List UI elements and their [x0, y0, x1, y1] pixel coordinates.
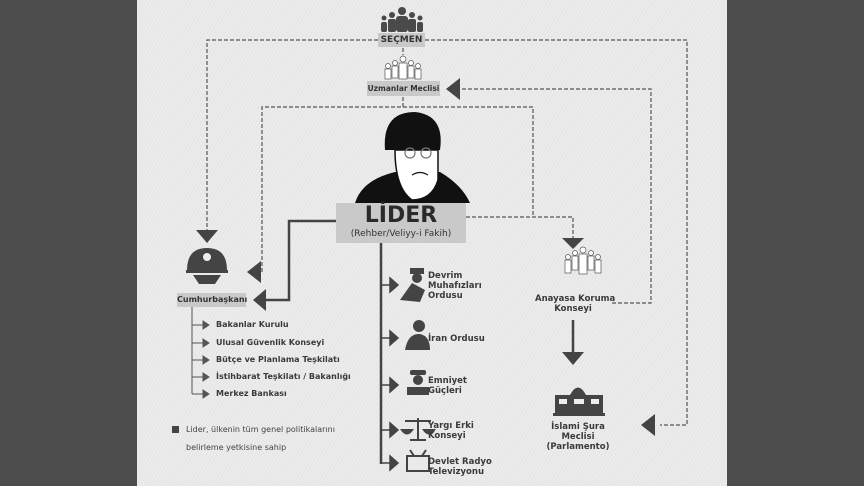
parliament-label: İslami Şura Meclisi (Parlamento) — [546, 422, 610, 452]
experts-assembly-label: Uzmanlar Meclisi — [367, 81, 440, 96]
scales-icon — [400, 418, 436, 441]
tv-icon — [406, 449, 430, 472]
leader-box: LİDER (Rehber/Veliyy-i Fakih) — [336, 203, 466, 243]
president-podium-icon — [186, 248, 228, 284]
guardian-council-icon — [564, 246, 602, 275]
army-officer-icon — [405, 320, 430, 350]
branch-label: İran Ordusu — [428, 334, 485, 344]
leader-subtitle: (Rehber/Veliyy-i Fakih) — [350, 229, 452, 239]
branch-label: Devlet Radyo Televizyonu — [428, 457, 492, 477]
arrow-down-president — [196, 230, 218, 243]
president-item: Bakanlar Kurulu — [216, 320, 289, 329]
arrow-left-president-dashed — [247, 261, 261, 283]
experts-icon — [384, 55, 422, 80]
voters-to-parliament-line — [425, 39, 688, 426]
arrow-left-president-solid — [253, 289, 266, 311]
voters-icon — [381, 7, 423, 32]
arrow-left-parliament — [641, 414, 655, 436]
arrow-left-experts — [446, 78, 460, 100]
arrow-down-guardian — [562, 238, 584, 249]
president-item: İstihbarat Teşkilatı / Bakanlığı — [216, 372, 351, 381]
guardian-council-label: Anayasa Koruma Konseyi — [535, 294, 616, 314]
soldier-icon — [400, 268, 425, 302]
police-icon — [407, 370, 429, 395]
experts-to-leader-line — [261, 106, 534, 272]
president-item: Merkez Bankası — [216, 389, 287, 398]
parliament-building-icon — [553, 387, 605, 416]
branch-label: Devrim Muhafızları Ordusu — [428, 271, 482, 301]
branch-label: Emniyet Güçleri — [428, 376, 467, 396]
arrow-down-parliament — [562, 352, 584, 365]
voters-to-president-line — [206, 39, 378, 230]
leader-title: LİDER — [364, 203, 438, 228]
guardian-to-experts-line — [460, 88, 652, 304]
voters-label: SEÇMEN — [378, 33, 425, 47]
president-item: Bütçe ve Planlama Teşkilatı — [216, 355, 340, 364]
branch-label: Yargı Erki Konseyi — [428, 421, 474, 441]
leader-portrait — [355, 112, 470, 203]
leader-to-guardian-line — [466, 216, 574, 238]
president-label: Cumhurbaşkanı — [177, 293, 247, 307]
president-item: Ulusal Güvenlik Konseyi — [216, 338, 325, 347]
note-bullet-icon — [172, 426, 179, 433]
leader-note: Lider, ülkenin tüm genel politikalarını … — [186, 425, 335, 452]
